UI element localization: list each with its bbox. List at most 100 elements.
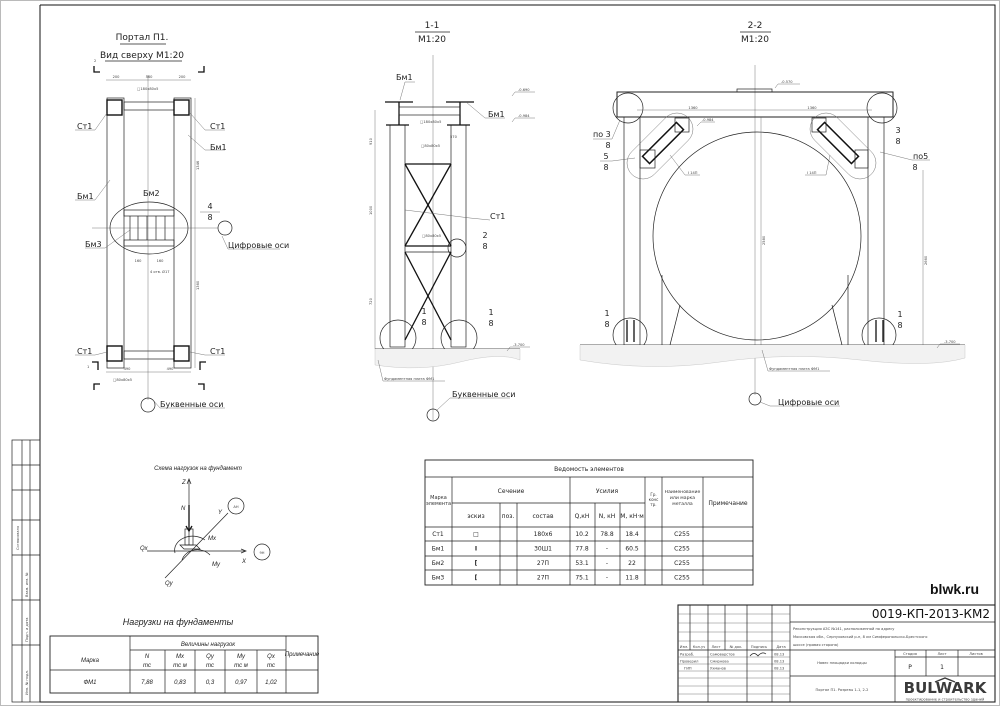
person-name: Самоварстов [710,653,735,657]
drawing-name: Портал П1. Разрезы 1-1, 2-2 [816,688,869,692]
sheet-label: Лист [937,652,946,656]
dim: 910 [369,137,373,145]
axis-digital-label: Цифровые оси [228,241,289,250]
label-bm3: Бм3 [85,240,102,249]
bolt-label: 4 отв. Ø17 [150,269,170,274]
section-title: 1-1 [425,21,440,31]
cell-comp: 27П [537,575,549,582]
cell-steel: С255 [674,575,690,582]
date: 08.13 [774,660,784,664]
section-title: 2-2 [748,21,763,31]
dim: 160 [157,259,165,263]
elevation: -0.690 [518,88,530,92]
dim: 490 [167,367,175,371]
foundation-label: Фундаментная плита ФМ1 [384,377,434,381]
person-name: Смирнова [710,660,729,664]
top-view-subtitle: Вид сверху М1:20 [100,51,184,61]
cell-m: 18.4 [625,531,639,538]
label-st1: Ст1 [210,122,225,131]
date: 08.13 [774,653,784,657]
header-qy-unit: тс [206,663,214,669]
elevation: -0.984 [518,114,530,118]
stamp-agreed: Согласовано [16,526,20,550]
cell-n: 7,88 [141,680,153,686]
label-st1: Ст1 [77,122,92,131]
tube-label: □80х80х5 [421,144,440,148]
elevation: -0.570 [781,80,793,84]
cell-qy: 0,3 [206,680,215,686]
node-sheet: 8 [603,163,608,172]
company-name: BULWARK [904,679,988,697]
sheet-value: 1 [940,664,944,671]
stamp-inv: Инв. № подл. [25,670,29,695]
force-qx: Qx [140,546,149,552]
profile-sketch-icon: [ [475,560,478,567]
axis-letter-label: Буквенные оси [452,390,515,399]
company-tagline: проектирование и строительство зданий [906,698,985,702]
table-row: ФМ1 7,88 0,83 0,3 0,97 1,02 [83,680,277,686]
axis-marker-9h: 9Н [260,551,265,555]
label-bm1: Бм1 [488,110,505,119]
tb-header-izm: Изм. [680,645,688,649]
node-sheet: 8 [488,319,493,328]
header-forces: Усилия [596,488,619,495]
cell-steel: С255 [674,546,690,553]
stage-label: Стадия [903,652,917,656]
digital-axis-marker [217,220,233,236]
node-number: 3 [895,126,900,135]
dim: 200 [113,75,121,79]
project-line: Московская обл., Серпуховский р-н, 8 км … [793,635,928,639]
elements-table: Ведомость элементов Марка элемента Сечен… [424,459,754,586]
cell-q: 10.2 [575,531,589,538]
header-m: M, кН·м [620,513,644,520]
tb-header-date: Дата [776,645,785,649]
top-view-title: Портал П1. [116,33,169,43]
cell-mark: Бм3 [432,575,445,582]
cell-n: - [606,575,608,582]
dim: 1346 [196,160,200,170]
node-number: 5 [603,152,608,161]
person-name: Ухманов [710,667,726,671]
project-line: шоссе (правая сторона) [793,643,839,647]
node-sheet: 8 [421,318,426,327]
dim: 2580 [762,235,766,245]
axis-y: Y [218,510,223,516]
elements-table-title: Ведомость элементов [554,466,624,473]
label-bm1: Бм1 [396,73,413,82]
header-mx: Mx [176,654,185,660]
section-mark: 1 [87,365,89,369]
tb-person-row: Разраб. Самоварстов 08.13 [680,653,784,657]
dim: 570 [450,135,458,139]
header-comp: состав [533,513,554,520]
label-st1: Ст1 [490,212,505,221]
header-mark: Марка элемента [425,495,452,507]
tb-person-row: Проверил Смирнова 08.13 [680,660,784,664]
cell-qx: 1,02 [265,680,277,686]
profile-sketch-icon: I [475,546,477,553]
header-note: Примечание [285,652,320,658]
profile-sketch-icon: □ [473,531,479,538]
header-mark: Марка [81,658,100,664]
header-pos: поз. [502,513,515,520]
dim: 490 [124,367,132,371]
cell-steel: С255 [674,560,690,567]
cell-mark: ФМ1 [83,680,96,686]
header-section: Сечение [498,488,525,495]
signature [749,652,767,657]
loads-table-title: Нагрузки на фундаменты [123,617,234,627]
cell-m: 11.8 [625,575,639,582]
tube-label: □80х80х5 [422,234,441,238]
header-note: Примечание [708,500,747,507]
node-number: 1 [604,309,609,318]
node-number: 1 [421,307,426,316]
dim: 200 [179,75,187,79]
axis-marker-ah: АН [233,505,238,509]
cell-my: 0,97 [235,680,247,686]
company-logo: BULWARK проектирование и строительство з… [904,677,988,702]
label-bm2: Бм2 [143,189,160,198]
profile-label: I 14П [688,171,698,175]
dim: 720 [369,297,373,305]
section-2-2: 2-2 М1:20 1360 1360 2580 2660 [579,21,966,407]
top-view: Портал П1. Вид сверху М1:20 [75,33,289,413]
